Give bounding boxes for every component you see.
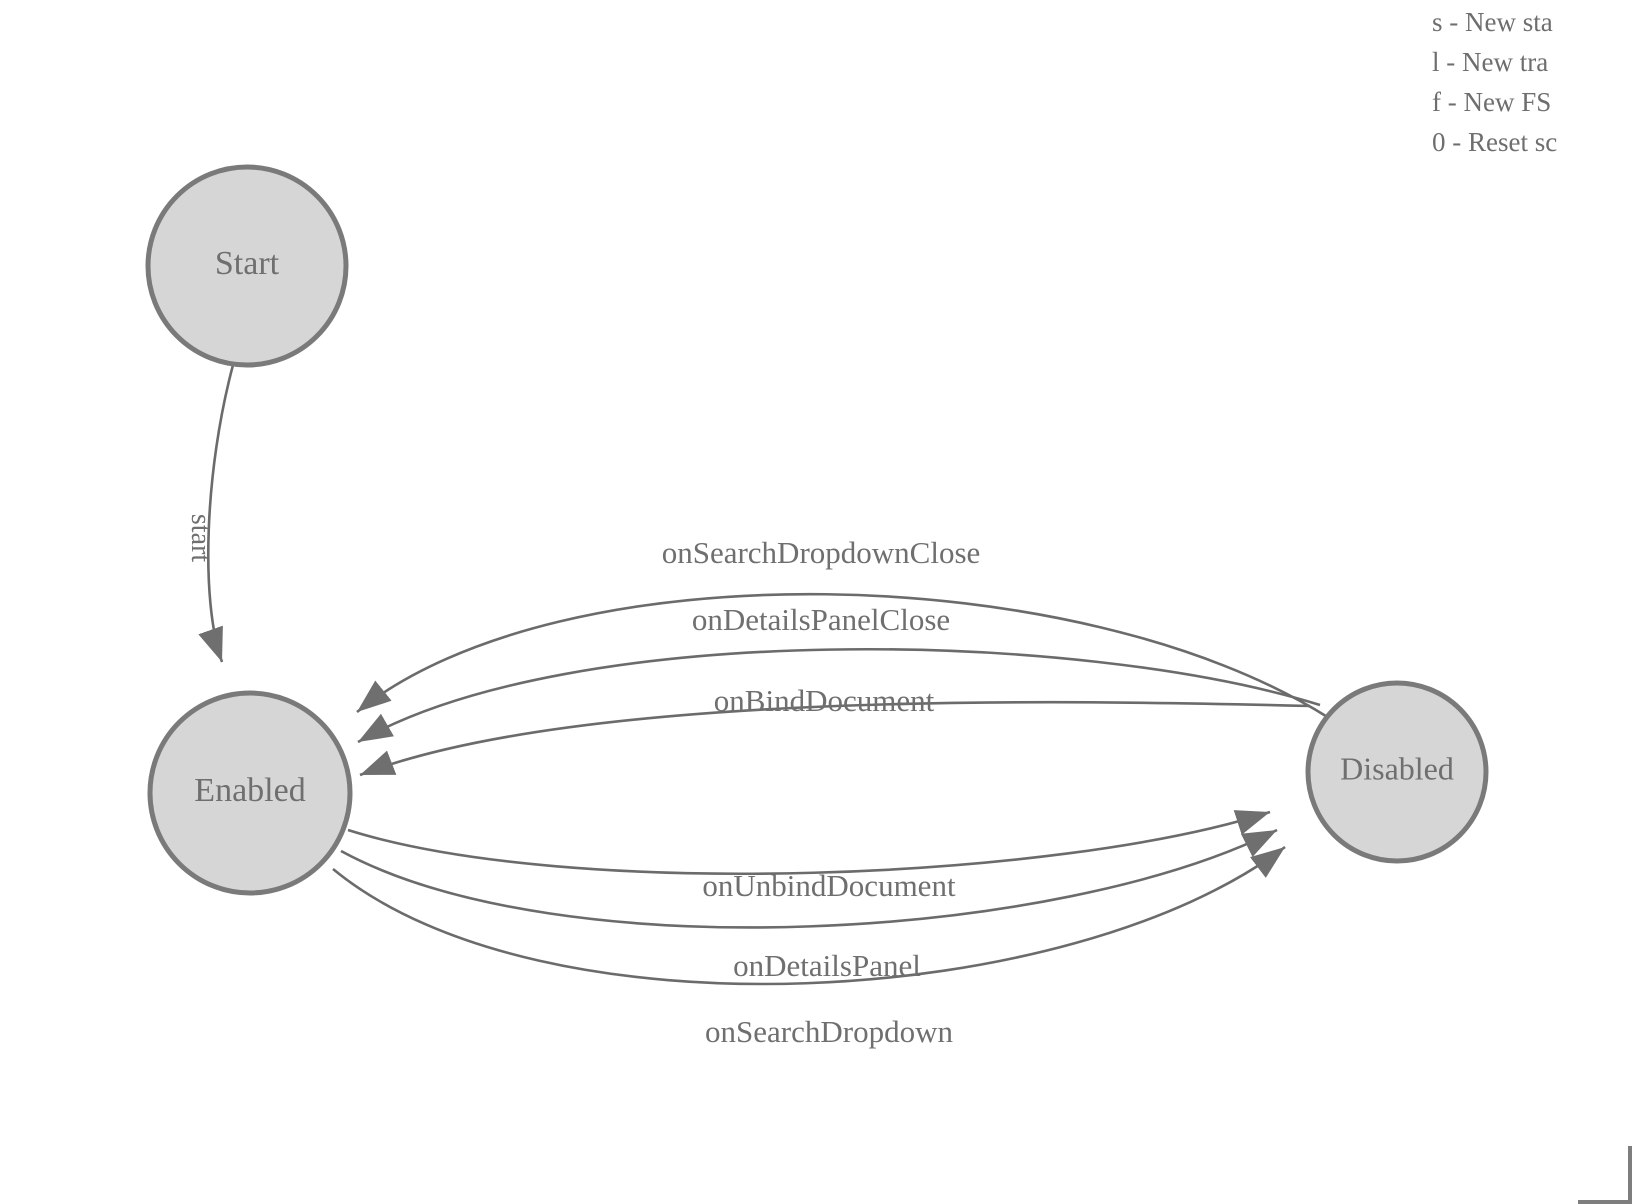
- edge-label-ondetailspanelclose: onDetailsPanelClose: [692, 602, 950, 637]
- edge-onunbinddocument[interactable]: [347, 810, 1271, 875]
- window-resize-handle[interactable]: [1578, 1146, 1632, 1204]
- edge-start[interactable]: [198, 364, 235, 663]
- edge-label-onbinddocument: onBindDocument: [714, 683, 935, 718]
- resize-handle-vertical-bar: [1628, 1146, 1632, 1204]
- node-group: Start Enabled Disabled: [145, 164, 1489, 896]
- node-start-circle[interactable]: [145, 164, 349, 368]
- node-start-label: Start: [215, 245, 280, 282]
- edge-label-onsearchdropdownclose: onSearchDropdownClose: [662, 535, 981, 570]
- node-disabled[interactable]: Disabled: [1305, 680, 1489, 864]
- edge-ondetailspanel[interactable]: [340, 828, 1278, 929]
- edge-label-onsearchdropdown: onSearchDropdown: [705, 1014, 953, 1049]
- edge-path-ondetailspanel[interactable]: [340, 828, 1278, 929]
- edge-onsearchdropdown[interactable]: [332, 845, 1286, 986]
- edge-path-onunbinddocument[interactable]: [347, 810, 1271, 875]
- edge-onsearchdropdownclose[interactable]: [356, 592, 1330, 720]
- node-disabled-circle[interactable]: [1305, 680, 1489, 864]
- edge-onbinddocument[interactable]: [359, 700, 1311, 777]
- keyboard-shortcuts-legend: s - New sta l - New tra f - New FS 0 - R…: [1432, 0, 1632, 162]
- edge-path-ondetailspanelclose[interactable]: [357, 647, 1321, 744]
- edge-ondetailspanelclose[interactable]: [357, 647, 1321, 744]
- shortcut-new-transition: l - New tra: [1432, 47, 1549, 77]
- node-enabled-label: Enabled: [194, 772, 305, 809]
- edge-label-ondetailspanel: onDetailsPanel: [733, 948, 921, 983]
- shortcut-new-state: s - New sta: [1432, 7, 1553, 37]
- edge-label-start: start: [185, 514, 216, 562]
- edge-label-onunbinddocument: onUnbindDocument: [702, 868, 956, 903]
- edge-label-group: start onSearchDropdownClose onDetailsPan…: [185, 514, 980, 1049]
- node-disabled-label: Disabled: [1340, 750, 1454, 786]
- node-enabled[interactable]: Enabled: [147, 690, 353, 896]
- node-start[interactable]: Start: [145, 164, 349, 368]
- resize-handle-horizontal-bar: [1578, 1200, 1632, 1204]
- shortcut-reset-scene: 0 - Reset sc: [1432, 127, 1558, 157]
- edge-path-onbinddocument[interactable]: [359, 700, 1311, 777]
- edge-group: [198, 364, 1330, 986]
- edge-path-onsearchdropdown[interactable]: [332, 845, 1286, 986]
- edge-path-onsearchdropdownclose[interactable]: [356, 592, 1330, 720]
- edge-path-start[interactable]: [198, 364, 235, 663]
- shortcut-new-fsm: f - New FS: [1432, 87, 1552, 117]
- node-enabled-circle[interactable]: [147, 690, 353, 896]
